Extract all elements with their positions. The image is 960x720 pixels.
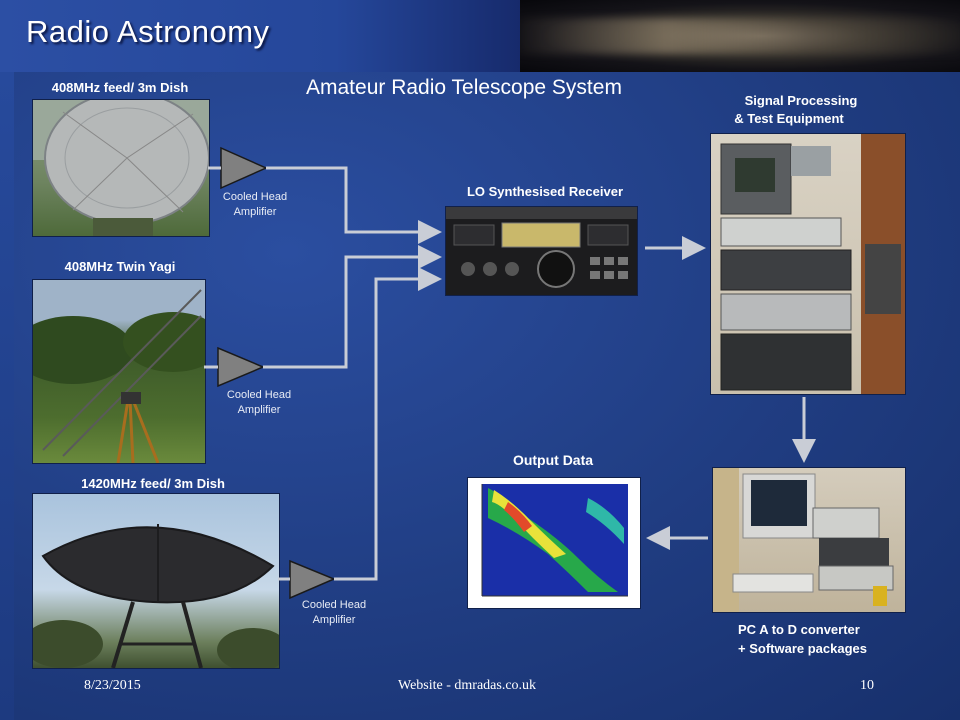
diagram-subtitle: Amateur Radio Telescope System [306, 76, 622, 99]
footer-date: 8/23/2015 [84, 678, 141, 693]
output-data-plot [467, 477, 641, 609]
signal-processing-illustration [720, 134, 905, 394]
yagi-408-photo [32, 279, 206, 464]
signal-processing-label-line2: & Test Equipment [734, 111, 844, 126]
antenna-label-yagi-408: 408MHz Twin Yagi [64, 259, 176, 274]
amplifier-label-1-line1: Cooled Head [222, 191, 288, 203]
amplifier-symbol-2 [217, 346, 265, 388]
signal-processing-photo [710, 133, 906, 395]
amp-2-to-receiver-line [263, 245, 442, 369]
left-stripe [0, 72, 14, 720]
amplifier-label-2: Cooled Head Amplifier [214, 388, 304, 418]
pc-station-photo [712, 467, 906, 613]
antenna-label-dish-1420: 1420MHz feed/ 3m Dish [81, 476, 225, 491]
amplifier-label-2-line2: Amplifier [237, 404, 281, 416]
amp-3-to-receiver-line [334, 267, 442, 581]
footer-page-number: 10 [860, 678, 874, 693]
amp-1-to-receiver-line [266, 166, 442, 244]
slide-title: Radio Astronomy [26, 14, 270, 49]
pc-label-line1: PC A to D converter [738, 622, 860, 637]
pc-station-illustration [713, 468, 894, 612]
dish-1420-illustration [33, 524, 279, 668]
dish-408-illustration [33, 100, 209, 236]
amplifier-label-1-line2: Amplifier [233, 206, 277, 218]
signal-processing-label: Signal Processing & Test Equipment [716, 92, 886, 128]
antenna-label-dish-408: 408MHz feed/ 3m Dish [51, 80, 189, 95]
amplifier-label-3-line2: Amplifier [312, 614, 356, 626]
receiver-label: LO Synthesised Receiver [466, 184, 624, 199]
dish-1420-photo [32, 493, 280, 669]
amplifier-label-3: Cooled Head Amplifier [289, 598, 379, 628]
receiver-photo [445, 206, 638, 296]
amplifier-symbol-3 [289, 559, 336, 600]
yagi-408-illustration [33, 289, 205, 463]
amplifier-label-2-line1: Cooled Head [226, 389, 292, 401]
pc-label: PC A to D converter + Software packages [724, 620, 914, 658]
signal-processing-label-line1: Signal Processing [744, 93, 858, 108]
pc-label-line2: + Software packages [738, 641, 867, 656]
output-data-label: Output Data [512, 452, 594, 468]
receiver-illustration [446, 207, 637, 288]
milky-way-image [520, 0, 960, 72]
amplifier-label-3-line1: Cooled Head [301, 599, 367, 611]
amplifier-symbol-1 [220, 146, 268, 190]
footer-website: Website - dmradas.co.uk [398, 678, 537, 693]
output-data-illustration [481, 484, 628, 597]
amplifier-label-1: Cooled Head Amplifier [210, 190, 300, 220]
